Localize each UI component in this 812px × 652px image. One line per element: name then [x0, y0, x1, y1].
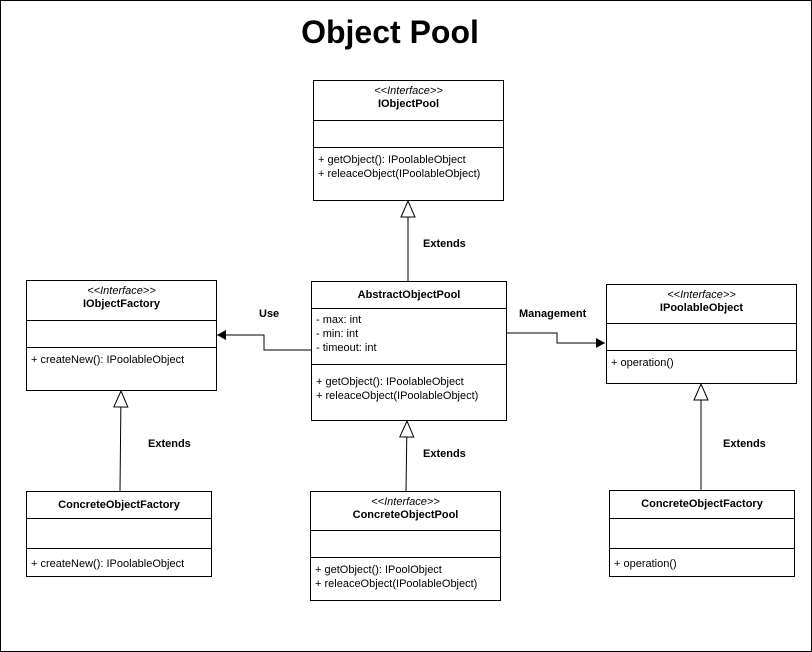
edge-label-extends: Extends: [423, 448, 466, 460]
method-row: + releaceObject(IPoolableObject): [315, 578, 478, 590]
edge-use: [217, 330, 311, 351]
attribute-row: - timeout: int: [316, 342, 377, 354]
class-name: ConcreteObjectFactory: [58, 499, 180, 511]
method-row: + releaceObject(IPoolableObject): [316, 390, 479, 402]
edge-label-extends: Extends: [148, 438, 191, 450]
separator: [607, 350, 796, 351]
separator: [314, 147, 503, 148]
separator: [610, 518, 794, 519]
method-row: + createNew(): IPoolableObject: [31, 558, 185, 570]
edge-concretefactory-to-iobjectfactory: [113, 389, 129, 492]
class-ipoolable-object: <<Interface>> IPoolableObject + operatio…: [606, 284, 797, 384]
class-concrete-object-factory: ConcreteObjectFactory + createNew(): IPo…: [26, 491, 212, 577]
class-name: ConcreteObjectPool: [352, 509, 459, 521]
edge-label-extends: Extends: [723, 438, 766, 450]
diagram-title: Object Pool: [301, 14, 479, 50]
stereotype-label: <<Interface>>: [371, 496, 440, 508]
separator: [314, 120, 503, 121]
separator: [311, 530, 500, 531]
method-row: + releaceObject(IPoolableObject): [318, 168, 481, 180]
class-name: AbstractObjectPool: [357, 289, 461, 301]
attribute-row: - max: int: [316, 314, 362, 326]
edge-label-use: Use: [259, 308, 280, 320]
method-row: + operation(): [614, 558, 677, 570]
separator: [312, 364, 506, 365]
class-name: IPoolableObject: [659, 302, 744, 314]
class-name: IObjectPool: [377, 98, 440, 110]
edge-management: [507, 332, 605, 348]
class-name: ConcreteObjectFactory: [641, 498, 763, 510]
method-row: + getObject(): IPoolObject: [315, 564, 442, 576]
method-row: + getObject(): IPoolableObject: [318, 154, 466, 166]
class-concrete-poolable-object: ConcreteObjectFactory + operation(): [609, 490, 795, 577]
class-iobject-factory: <<Interface>> IObjectFactory + createNew…: [26, 280, 217, 391]
separator: [312, 308, 506, 309]
class-iobject-pool: <<Interface>> IObjectPool + getObject():…: [313, 80, 504, 201]
method-row: + getObject(): IPoolableObject: [316, 376, 464, 388]
stereotype-label: <<Interface>>: [87, 285, 156, 297]
stereotype-label: <<Interface>>: [374, 85, 443, 97]
attribute-row: - min: int: [316, 328, 359, 340]
separator: [311, 557, 500, 558]
method-row: + operation(): [611, 357, 674, 369]
separator: [610, 548, 794, 549]
separator: [27, 320, 216, 321]
separator: [27, 548, 211, 549]
separator: [607, 323, 796, 324]
separator: [27, 518, 211, 519]
edge-concretepool-to-abstract: [399, 419, 415, 492]
class-abstract-object-pool: AbstractObjectPool - max: int - min: int…: [311, 281, 507, 421]
separator: [27, 347, 216, 348]
class-name: IObjectFactory: [82, 298, 161, 310]
stereotype-label: <<Interface>>: [667, 289, 736, 301]
class-concrete-object-pool: <<Interface>> ConcreteObjectPool + getOb…: [310, 491, 501, 601]
edge-label-extends: Extends: [423, 238, 466, 250]
edge-label-management: Management: [519, 308, 587, 320]
method-row: + createNew(): IPoolableObject: [31, 354, 185, 366]
